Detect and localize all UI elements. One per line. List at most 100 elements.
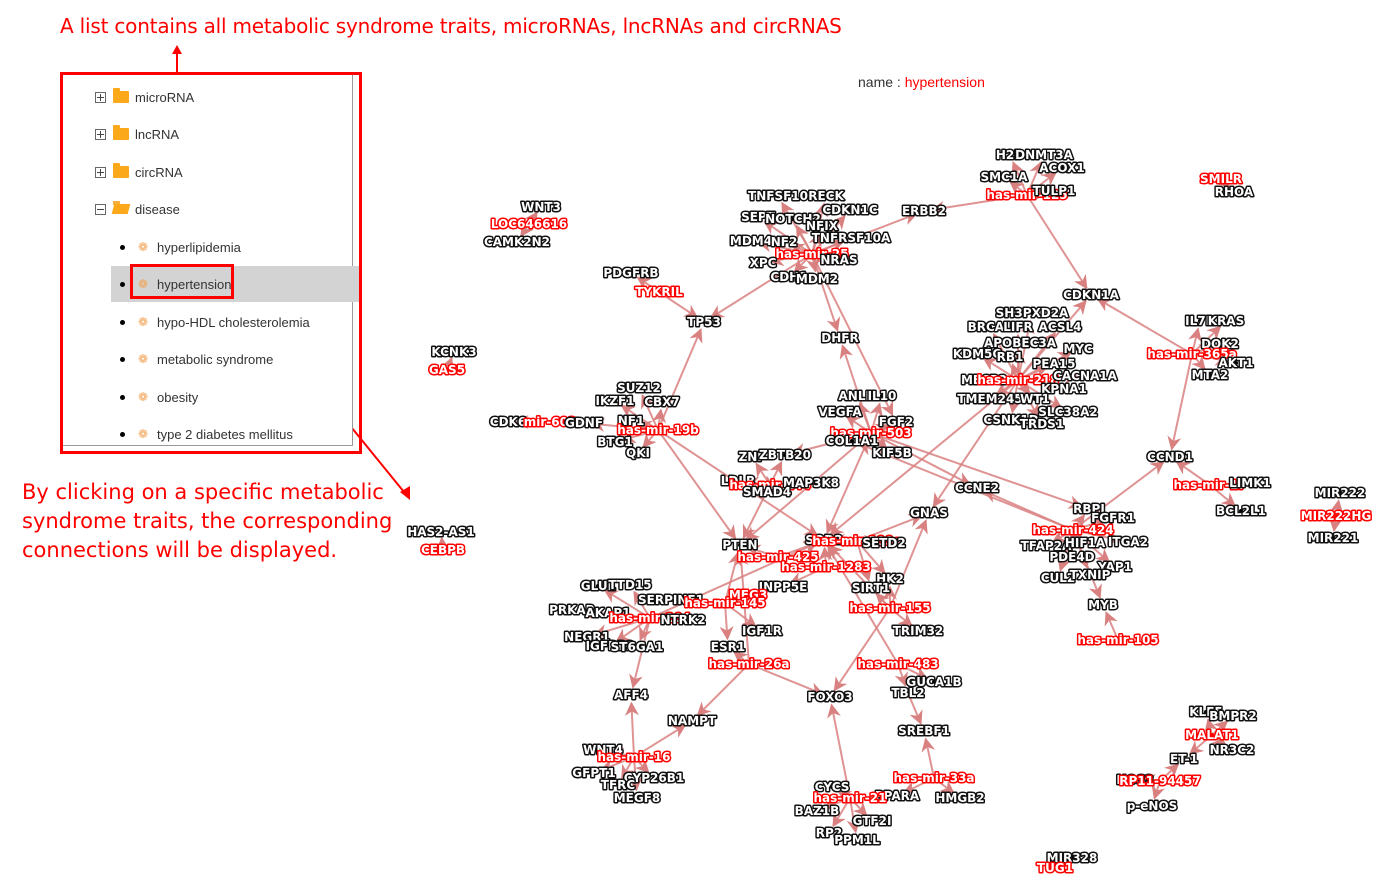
graph-node[interactable]: TXNIP: [1068, 567, 1112, 584]
graph-node[interactable]: BAZ1B: [793, 803, 841, 820]
graph-node-dot[interactable]: [637, 386, 641, 390]
graph-node-dot[interactable]: [629, 271, 633, 275]
graph-node-dot[interactable]: [809, 481, 813, 485]
graph-node-dot[interactable]: [1111, 516, 1115, 520]
graph-node-dot[interactable]: [1070, 555, 1074, 559]
graph-node-label[interactable]: TBL2: [890, 685, 926, 702]
graph-node[interactable]: CCND1: [1146, 449, 1195, 466]
graph-node-label[interactable]: has-mir-155: [848, 600, 932, 617]
graph-node[interactable]: IL7R: [1184, 313, 1217, 330]
graph-node-label[interactable]: MEGF8: [612, 790, 662, 807]
graph-node[interactable]: HK2: [875, 571, 906, 588]
graph-node[interactable]: CYCS: [813, 779, 851, 796]
graph-node[interactable]: KDM5C: [951, 346, 1003, 363]
graph-node[interactable]: COL1A1: [824, 433, 880, 450]
graph-node-label[interactable]: PPARA: [873, 788, 921, 805]
graph-node[interactable]: ET-1: [1169, 751, 1200, 768]
graph-node-label[interactable]: INPP5E: [757, 579, 809, 596]
graph-node[interactable]: NF2: [769, 234, 799, 251]
graph-node[interactable]: IKZF1: [594, 393, 636, 410]
graph-node-label[interactable]: WNT4: [582, 742, 625, 759]
graph-node-dot[interactable]: [1219, 177, 1223, 181]
graph-node[interactable]: RBPJ: [1072, 501, 1107, 518]
graph-node[interactable]: DHFR: [820, 330, 860, 347]
graph-node-label[interactable]: GUCA1B: [905, 674, 963, 691]
graph-node[interactable]: ACSL4: [1037, 319, 1083, 336]
graph-node[interactable]: INPP5E: [757, 579, 809, 596]
graph-node-label[interactable]: TRIM32: [891, 623, 945, 640]
graph-node-dot[interactable]: [838, 410, 842, 414]
graph-node-label[interactable]: PDGFRB: [602, 265, 660, 282]
graph-node[interactable]: TTD15: [607, 577, 653, 594]
graph-node[interactable]: XPC: [748, 255, 778, 272]
graph-node-label[interactable]: DOK2: [1200, 336, 1241, 353]
graph-node-dot[interactable]: [749, 239, 753, 243]
graph-node[interactable]: PDGFRB: [602, 265, 660, 282]
graph-node[interactable]: AKAP1: [584, 605, 632, 622]
graph-node-dot[interactable]: [1113, 565, 1117, 569]
graph-node-label[interactable]: MDM4: [728, 233, 773, 250]
graph-node-label[interactable]: NOS3: [1115, 772, 1155, 789]
graph-node-label[interactable]: TP53: [686, 314, 723, 331]
graph-node[interactable]: TNFSF10: [747, 188, 810, 205]
graph-node-dot[interactable]: [1218, 342, 1222, 346]
graph-node-label[interactable]: SMAD4: [741, 484, 792, 501]
graph-node-label[interactable]: RBPJ: [1072, 501, 1107, 518]
graph-node-label[interactable]: has-mir-26a: [707, 656, 791, 673]
graph-node[interactable]: TULP1: [1031, 183, 1077, 200]
graph-node-dot[interactable]: [1025, 193, 1029, 197]
graph-node-dot[interactable]: [723, 601, 727, 605]
tree-folder-disease[interactable]: disease: [95, 191, 180, 227]
graph-node-label[interactable]: GFPT1: [571, 765, 617, 782]
graph-node-dot[interactable]: [1230, 748, 1234, 752]
graph-node-label[interactable]: ST6GA1: [609, 639, 665, 656]
graph-node-label[interactable]: IGFBP2: [584, 638, 636, 655]
graph-node-dot[interactable]: [1058, 325, 1062, 329]
graph-node-dot[interactable]: [765, 490, 769, 494]
graph-node[interactable]: GTF2I: [851, 813, 893, 830]
graph-node-label[interactable]: has-mir-483: [856, 656, 940, 673]
graph-node-dot[interactable]: [1224, 319, 1228, 323]
graph-node-dot[interactable]: [613, 399, 617, 403]
graph-node[interactable]: NF1: [616, 413, 646, 430]
graph-node[interactable]: MTA2: [1190, 367, 1230, 384]
graph-node-dot[interactable]: [756, 215, 760, 219]
graph-node[interactable]: DNMT3A: [1014, 147, 1075, 164]
graph-node-dot[interactable]: [635, 796, 639, 800]
graph-node-dot[interactable]: [539, 205, 543, 209]
graph-node[interactable]: ACOX1: [1038, 160, 1086, 177]
graph-node-label[interactable]: has-mir-425: [736, 549, 820, 566]
graph-node-label[interactable]: ANLN: [837, 388, 877, 405]
graph-node-label[interactable]: PRKAR: [548, 602, 597, 619]
graph-node[interactable]: CDKN1A: [1062, 287, 1121, 304]
graph-node-dot[interactable]: [585, 635, 589, 639]
graph-node-dot[interactable]: [1070, 856, 1074, 860]
graph-node-label[interactable]: BAZ1B: [793, 803, 841, 820]
graph-node[interactable]: NR3C2: [1208, 742, 1256, 759]
graph-node-label[interactable]: MYB: [1087, 597, 1120, 614]
graph-node-label[interactable]: AKAP1: [584, 605, 632, 622]
graph-node-dot[interactable]: [776, 555, 780, 559]
graph-node-label[interactable]: RHOA: [1213, 184, 1255, 201]
graph-node[interactable]: NOS3: [1115, 772, 1155, 789]
graph-node[interactable]: FGFR1: [1090, 510, 1137, 527]
graph-node[interactable]: CYP26B1: [622, 770, 686, 787]
graph-node-label[interactable]: has-mir-424: [1031, 522, 1115, 539]
graph-node-dot[interactable]: [592, 771, 596, 775]
graph-node-label[interactable]: SIRT1: [850, 580, 891, 597]
graph-node[interactable]: has-mir-155: [848, 600, 932, 617]
graph-node-label[interactable]: RP11-94457: [1118, 773, 1202, 790]
graph-node-dot[interactable]: [527, 222, 531, 226]
graph-node-dot[interactable]: [849, 236, 853, 240]
graph-node-dot[interactable]: [628, 583, 632, 587]
graph-node-dot[interactable]: [1016, 325, 1020, 329]
graph-node-dot[interactable]: [750, 455, 754, 459]
graph-node-dot[interactable]: [760, 629, 764, 633]
graph-node-dot[interactable]: [1089, 293, 1093, 297]
graph-node[interactable]: SREBF1: [897, 723, 952, 740]
graph-node-dot[interactable]: [1062, 387, 1066, 391]
graph-node-dot[interactable]: [1044, 544, 1048, 548]
graph-node-dot[interactable]: [1150, 804, 1154, 808]
graph-node[interactable]: CBX7: [643, 394, 682, 411]
graph-node[interactable]: MIR222HG: [1299, 508, 1373, 525]
